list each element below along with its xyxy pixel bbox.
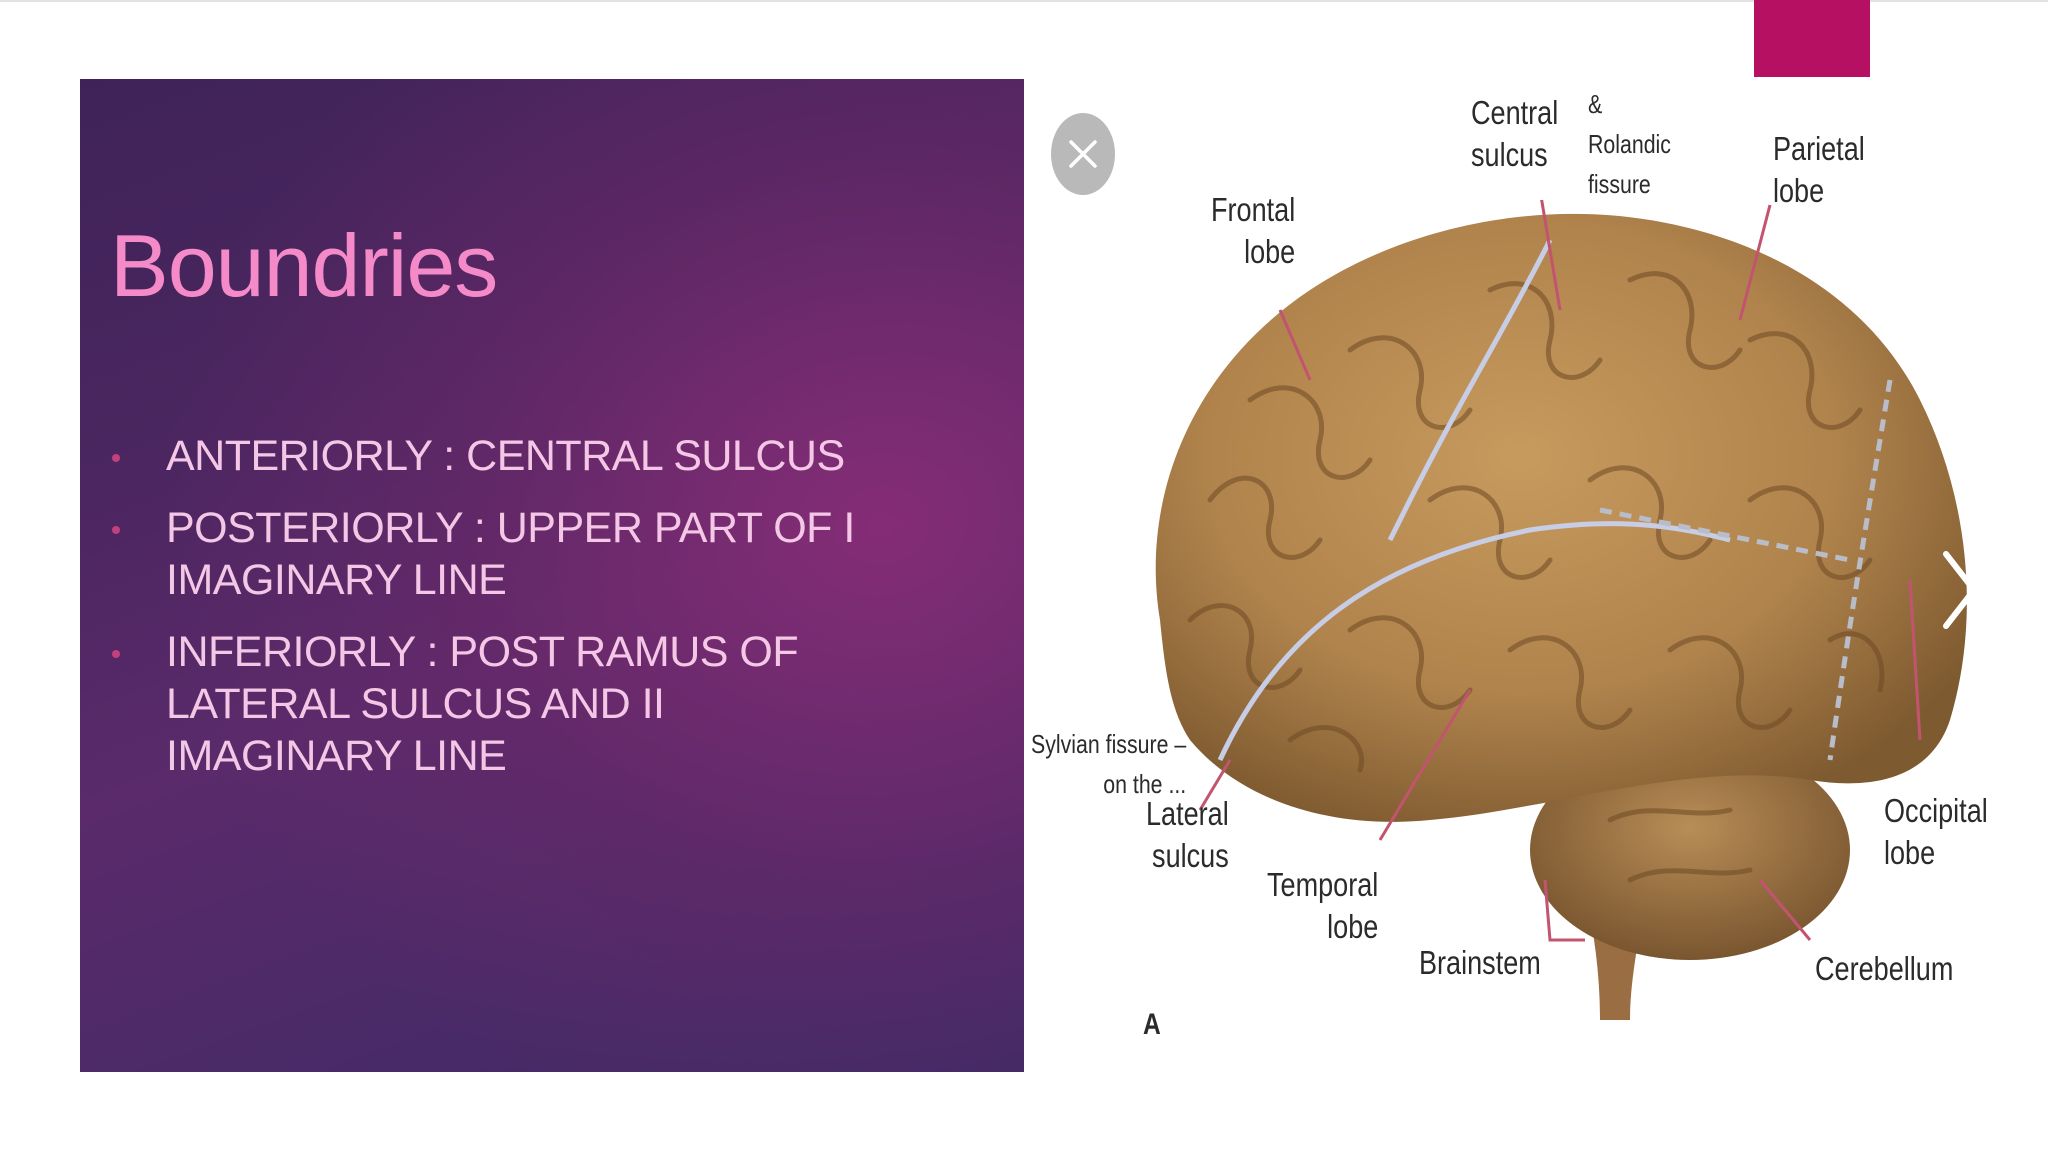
bullet-dot [112,650,120,658]
label-lateral-sulcus: Lateral sulcus [1146,795,1229,874]
lateral-sulcus-line [1217,521,1731,762]
label-occipital-lobe: Occipital lobe [1884,792,1988,871]
label-rolandic-fissure: & Rolandic fissure [1588,89,1671,199]
text-panel [80,79,1024,1072]
central-sulcus-line [1387,238,1553,542]
imaginary-line-1 [1599,507,1851,563]
label-central-sulcus: Central sulcus [1471,94,1559,173]
label-frontal-lobe: Frontal lobe [1211,191,1296,270]
bullet-item: POSTERIORLY : UPPER PART OF I IMAGINARY … [108,502,968,606]
label-parietal-lobe: Parietal lobe [1773,130,1865,209]
bullet-item: INFERIORLY : POST RAMUS OF LATERAL SULCU… [108,626,968,782]
label-sylvian-fissure: Sylvian fissure – on the ... [1031,729,1187,799]
bullet-list: ANTERIORLY : CENTRAL SULCUS POSTERIORLY … [108,430,968,802]
chevron-right-icon[interactable] [1940,548,1980,632]
slide-title: Boundries [110,216,498,315]
bullet-text: POSTERIORLY : UPPER PART OF I IMAGINARY … [166,504,855,604]
label-cerebellum: Cerebellum [1815,950,1954,987]
bullet-text: ANTERIORLY : CENTRAL SULCUS [166,432,845,480]
bullet-text: INFERIORLY : POST RAMUS OF LATERAL SULCU… [166,628,799,780]
label-temporal-lobe: Temporal lobe [1267,866,1379,945]
label-brainstem: Brainstem [1419,944,1541,981]
accent-tab [1754,0,1870,77]
bullet-dot [112,526,120,534]
close-icon [1069,140,1097,168]
top-border [0,0,2048,2]
figure-panel-letter: A [1143,1008,1161,1041]
cerebellum-shape [1530,740,1850,960]
bullet-dot [112,454,120,462]
cerebrum-shape [1155,213,1967,822]
close-button[interactable] [1051,113,1115,195]
brain-figure [1155,200,1967,1020]
imaginary-line-2 [1827,379,1893,761]
bullet-item: ANTERIORLY : CENTRAL SULCUS [108,430,968,482]
